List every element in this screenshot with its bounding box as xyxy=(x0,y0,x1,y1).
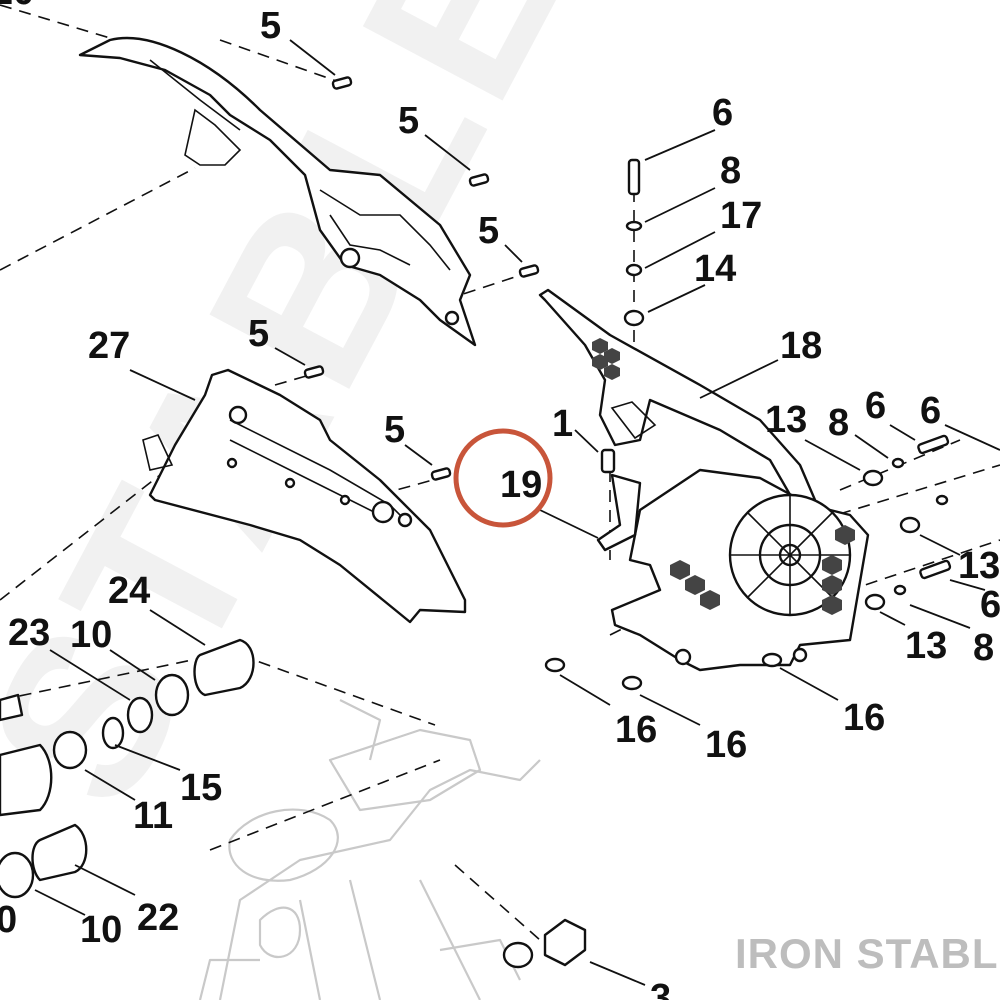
callout-5-c: 5 xyxy=(478,210,499,252)
bracket-honeycomb xyxy=(592,338,620,380)
highlight-circle xyxy=(453,428,553,528)
callout-8-c: 8 xyxy=(973,627,994,669)
brand-logo-text: IRON STABLE xyxy=(735,930,1000,977)
callout-16-a: 16 xyxy=(615,709,657,751)
callout-6-d: 6 xyxy=(980,584,1000,626)
screw-set xyxy=(0,76,952,969)
callout-18: 18 xyxy=(780,325,822,367)
callout-10-b: 10 xyxy=(80,909,122,951)
callout-5-e: 5 xyxy=(384,409,405,451)
callout-13-b: 13 xyxy=(958,545,1000,587)
arm-cover-27 xyxy=(142,368,467,624)
background-frame xyxy=(198,699,541,1000)
callout-27: 27 xyxy=(88,325,130,367)
callout-13-a: 13 xyxy=(765,399,807,441)
callout-8-top: 8 xyxy=(720,150,741,192)
callout-24: 24 xyxy=(108,570,150,612)
callout-19-highlighted: 19 xyxy=(500,464,542,506)
callout-1: 1 xyxy=(552,403,573,445)
callout-16-c: 16 xyxy=(843,697,885,739)
callout-6-c: 6 xyxy=(920,390,941,432)
callout-10-a: 10 xyxy=(70,614,112,656)
callout-3-edge: 3 xyxy=(650,977,671,1000)
housing-honeycomb xyxy=(670,525,855,615)
callout-13-c: 13 xyxy=(905,625,947,667)
callout-15: 15 xyxy=(180,767,222,809)
blade-guard-housing xyxy=(610,468,870,672)
callout-6-top: 6 xyxy=(712,92,733,134)
callout-22: 22 xyxy=(137,897,179,939)
leader-lines xyxy=(34,39,1000,986)
callout-20-edge: 20 xyxy=(0,0,34,13)
callout-14: 14 xyxy=(694,248,736,290)
mount-bracket-18 xyxy=(538,288,817,514)
callout-5-a: 5 xyxy=(260,5,281,47)
callout-8-b: 8 xyxy=(828,402,849,444)
callout-0-edge: 0 xyxy=(0,899,17,941)
callout-11: 11 xyxy=(133,795,173,837)
callout-23: 23 xyxy=(8,612,50,654)
callout-5-b: 5 xyxy=(398,100,419,142)
callout-6-b: 6 xyxy=(865,385,886,427)
callout-17: 17 xyxy=(720,195,762,237)
callout-5-d: 5 xyxy=(248,313,269,355)
upper-guard-cover xyxy=(78,36,477,347)
callout-16-b: 16 xyxy=(705,724,747,766)
